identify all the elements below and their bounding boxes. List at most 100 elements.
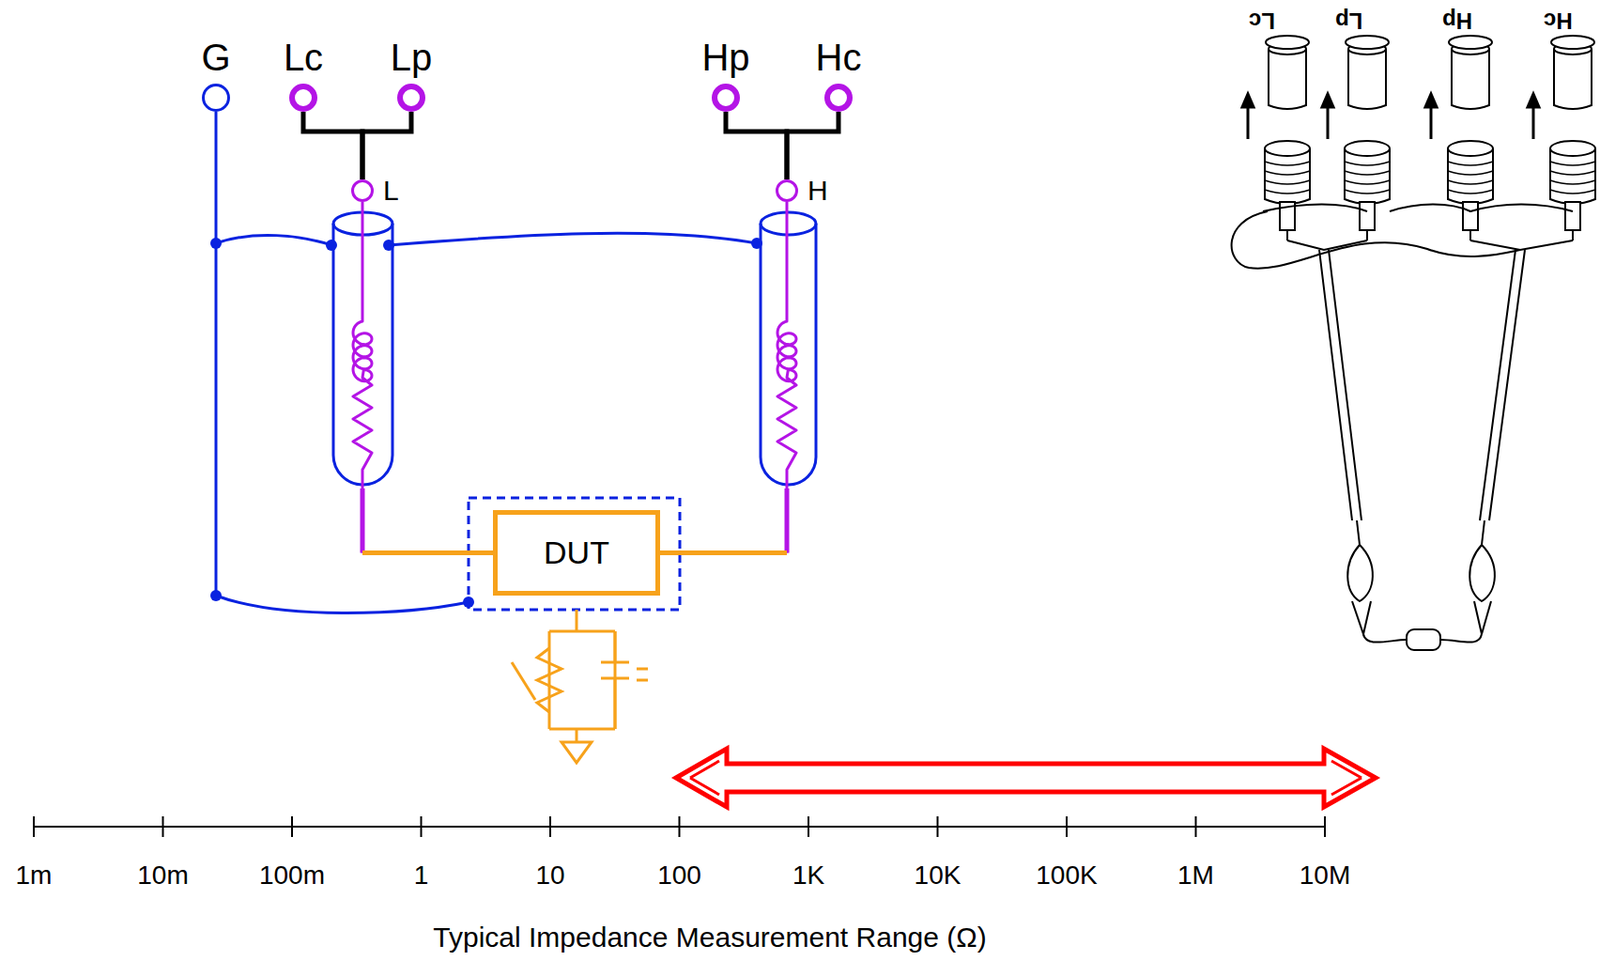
wire [362,111,412,180]
junction-dot [325,239,338,251]
tick-label: 10M [1299,861,1351,889]
junction-dot [383,239,395,251]
axis-tick [291,815,293,837]
terminal: Lp [397,83,426,112]
tick-label: 10K [914,861,962,889]
shield-wire [1262,204,1368,213]
wire [786,111,839,180]
terminal-circle [289,83,318,112]
shield-wire [1389,204,1573,213]
terminal-label: H [807,176,829,205]
alligator-clip [1469,544,1495,634]
terminal-label: L [383,176,400,205]
terminal-circle [711,83,740,112]
axis-tick [937,815,939,837]
stray-capacitor-symbol [600,630,630,729]
dut-lead [362,550,493,555]
wire [303,111,363,180]
guard-wire [388,232,757,246]
bnc-connector [1425,35,1493,241]
terminal: Hc [824,83,853,112]
guard-wire [215,234,332,246]
terminal-wire [786,111,839,180]
junction-dot [210,237,222,249]
terminal-label: Lp [390,38,433,77]
tick-label: 100m [259,861,325,889]
axis-tick [32,815,35,837]
guard-wire [215,111,218,596]
wire [725,111,787,180]
terminal-circle [824,83,853,112]
terminal-label: G [200,38,231,77]
terminal-circle [351,179,374,202]
guard-wire [215,595,469,614]
tick-label: 1m [15,861,53,889]
stray-impedance-wire [549,609,616,742]
test-lead-cable [1319,249,1362,521]
test-lead [353,201,493,554]
axis-tick [549,815,552,837]
range-arrow [676,748,1376,807]
connector-label: Hp [1442,9,1473,32]
tick-label: 10 [535,861,565,889]
axis-tick [1323,815,1326,837]
axis-tick [162,815,165,837]
lead-wire [1287,240,1368,250]
guard-shield [468,497,680,610]
dut-box: DUT [492,509,661,596]
junction-dot [210,589,222,601]
test-lead-cable [1481,520,1485,545]
connector-label: Lp [1335,9,1363,32]
dut-lead [660,550,787,555]
axis-tick [420,815,423,837]
tick-label: 100 [657,861,702,889]
tick-label: 1K [792,861,825,889]
terminal: L [351,179,374,202]
alligator-clip [1347,544,1373,634]
axis-tick [1065,815,1068,837]
cable-lead [360,488,366,554]
terminal-circle [397,83,426,112]
test-lead-cable [1479,249,1525,521]
tick-label: 10m [137,861,188,889]
cable-impedance [777,201,797,554]
connector-label: Hc [1543,9,1573,32]
cable-impedance [353,201,372,554]
terminal: Hp [711,83,740,112]
tick-label: 1 [414,861,430,889]
bnc-connector [1242,35,1310,241]
terminal-wire [362,111,412,180]
range-arrow-inner [690,760,1362,795]
terminal: Lc [289,83,318,112]
axis-title: Typical Impedance Measurement Range (Ω) [432,923,986,952]
terminal-circle [775,179,799,202]
axis-tick [807,815,810,837]
tick-label: 100K [1035,861,1097,889]
bnc-connector [1322,35,1390,241]
terminal-wire [303,111,363,180]
terminal-label: Hc [815,38,862,77]
terminal-wire [725,111,787,180]
schematic-layout [33,111,1376,837]
dut-label: DUT [543,534,610,571]
shield-wire [1231,211,1521,269]
connector-label: Lc [1248,9,1276,32]
terminal: H [775,179,799,202]
terminal-circle [201,83,231,112]
terminal-label: Hp [701,38,750,77]
bnc-connector [1527,35,1596,241]
junction-dot [751,237,763,249]
lead-wire [1470,240,1573,250]
test-lead-illustration [1231,35,1596,650]
stray-variable-arrow [511,661,536,700]
resistor-symbol [1406,629,1441,650]
cable-lead [784,488,790,554]
ground-symbol [561,741,592,763]
tick-label: 1M [1177,861,1215,889]
test-lead-cable [1356,520,1360,545]
axis-tick [678,815,681,837]
stray-resistor-symbol [537,647,562,712]
test-lead [660,201,797,554]
